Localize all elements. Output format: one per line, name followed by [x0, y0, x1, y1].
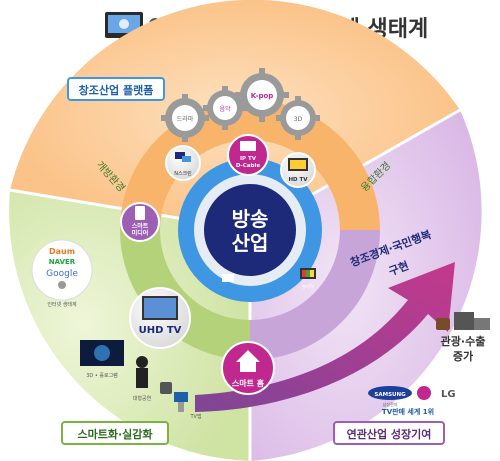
svg-text:스마트화·실감화: 스마트화·실감화: [77, 427, 152, 441]
node-smart-media: 스마트 미디어: [120, 202, 160, 242]
train-icon: [454, 312, 474, 330]
tv-sales-label: TV판매 세계 1위: [382, 407, 434, 416]
growth-arrow: [195, 262, 455, 412]
node-uhdtv: UHD TV: [129, 287, 191, 349]
svg-text:대형공연: 대형공연: [133, 395, 152, 402]
gear-icon: K-pop: [235, 68, 289, 122]
transport-icons: [436, 312, 490, 330]
gear-icon: 3D: [276, 96, 320, 140]
gear-label: 음악: [219, 105, 231, 113]
node-n-screen: N스크린: [165, 145, 201, 181]
lg-logo: [417, 386, 431, 400]
gear-icon: 음악: [203, 86, 247, 130]
gear-icon: 드라마: [161, 94, 209, 142]
node-hdtv: HD TV: [280, 152, 316, 188]
svg-text:스마트: 스마트: [132, 222, 149, 230]
green-ring: [120, 230, 250, 360]
label-related: 연관산업 성장기여: [333, 421, 445, 445]
google-logo: Google: [46, 269, 78, 279]
svg-text:미디어: 미디어: [132, 229, 149, 237]
center-label-line1: 방송: [232, 207, 269, 231]
node-smart-home: 스마트 홈: [221, 341, 275, 395]
apple-icon: [58, 281, 66, 289]
device-icons: TV앱: [160, 382, 202, 420]
center-circle: [204, 184, 296, 276]
svg-text:HD TV: HD TV: [288, 177, 308, 183]
gear-group: 드라마 음악 K-pop 3D: [161, 68, 320, 142]
svg-text:스마트 홈: 스마트 홈: [232, 378, 265, 388]
blue-tv-icon: [222, 274, 234, 282]
samsung-logo: [368, 386, 412, 400]
svg-text:N스크린: N스크린: [174, 170, 192, 177]
color-tv-icon: 컬러TV: [300, 268, 316, 289]
gear-label: 3D: [294, 116, 303, 123]
gear-label: K-pop: [251, 92, 274, 100]
gear-label: 드라마: [177, 115, 194, 123]
daum-logo: Daum: [49, 247, 75, 256]
svg-text:컬러TV: 컬러TV: [302, 283, 315, 289]
svg-text:SAMSUNG: SAMSUNG: [374, 392, 406, 398]
svg-text:TV앱: TV앱: [189, 413, 201, 420]
svg-text:LG: LG: [441, 389, 456, 400]
naver-logo: NAVER: [49, 258, 76, 266]
svg-text:3D • 홀로그램: 3D • 홀로그램: [86, 372, 118, 379]
label-smart: 스마트화·실감화: [61, 421, 169, 445]
portal-group: Daum NAVER Google 인터넷 생태계: [31, 239, 93, 308]
performer-figure: 대형공연: [133, 356, 152, 402]
svg-text:IP TV: IP TV: [240, 156, 257, 162]
hologram-thumbnail: 3D • 홀로그램: [80, 340, 124, 379]
svg-text:삼성전자: 삼성전자: [383, 401, 398, 407]
svg-text:연관산업 성장기여: 연관산업 성장기여: [347, 427, 432, 441]
svg-text:창조산업 플랫폼: 창조산업 플랫폼: [79, 83, 154, 97]
svg-text:UHD TV: UHD TV: [139, 325, 182, 336]
label-platform: 창조산업 플랫폼: [67, 77, 165, 101]
purple-ring: [250, 230, 380, 360]
tourism-line2: 증가: [453, 349, 473, 363]
ship-icon: [474, 318, 490, 330]
portal-caption: 인터넷 생태계: [47, 301, 77, 308]
tourism-line1: 관광·수출: [441, 334, 486, 348]
center-label-line2: 산업: [232, 231, 269, 255]
goal-label-line2: 구현: [387, 258, 411, 278]
brand-logos: SAMSUNG 삼성전자 LG: [368, 386, 456, 407]
luggage-icon: [436, 318, 450, 330]
svg-text:D-Cable: D-Cable: [236, 163, 261, 169]
node-iptv: IP TV D-Cable: [227, 134, 269, 176]
